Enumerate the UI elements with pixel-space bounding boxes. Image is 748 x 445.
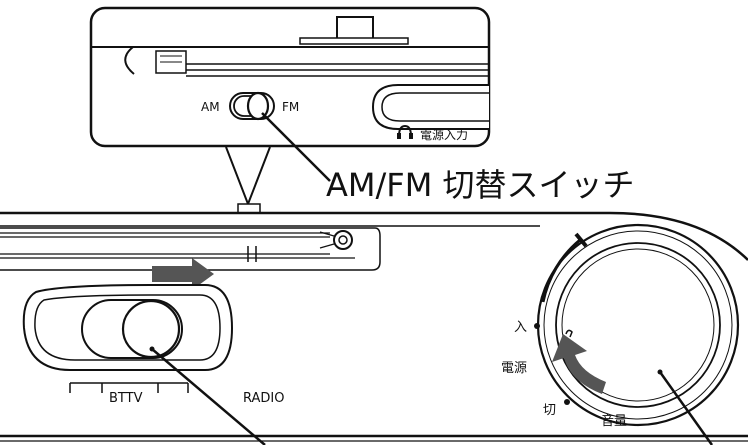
on-label: 入 (514, 320, 527, 335)
slide-callout-line (151, 348, 266, 445)
off-position-dot (564, 399, 570, 405)
volume-label: 音量 (601, 413, 627, 429)
switch-title: AM/FM 切替スイッチ (326, 166, 634, 204)
power-volume-dial[interactable] (536, 223, 740, 427)
top-knob (336, 16, 374, 40)
power-input-jack (371, 84, 489, 130)
power-label: 電源 (501, 361, 527, 376)
curved-arrow-icon (552, 334, 606, 394)
arrow-right-icon (152, 258, 214, 290)
on-position-dot (534, 323, 540, 329)
bttv-label: BTTV (109, 391, 143, 406)
off-label: 切 (543, 403, 556, 418)
volume-scale-arc (541, 238, 581, 303)
zoom-inset: AM FM 電源入力 (89, 6, 491, 148)
dial-callout-line (658, 371, 714, 445)
am-label: AM (201, 100, 220, 114)
headphone-icon (397, 124, 413, 139)
fm-label: FM (282, 100, 299, 114)
switch-callout-line (261, 112, 331, 182)
slide-knob[interactable] (121, 299, 181, 359)
mode-slide-switch[interactable] (22, 284, 234, 371)
device-body (0, 211, 748, 442)
radio-label: RADIO (243, 391, 284, 406)
bttv-bracket (69, 382, 189, 393)
inset-pointer (225, 146, 271, 207)
am-fm-switch[interactable] (229, 91, 275, 121)
power-input-label: 電源入力 (420, 128, 468, 142)
